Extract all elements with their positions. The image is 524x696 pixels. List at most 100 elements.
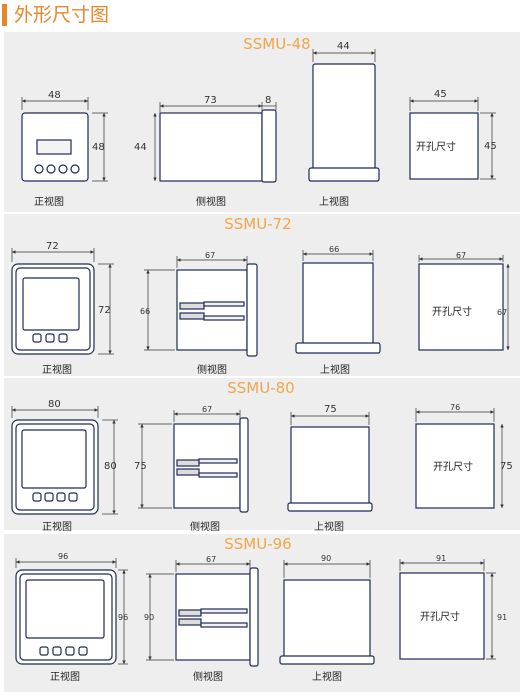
model-title-ssmu-80: SSMU-80 — [227, 379, 295, 397]
s48-front-button-1 — [34, 164, 44, 174]
s72-top-width: 66 — [329, 245, 340, 254]
s80-front-button-2 — [44, 492, 54, 502]
s48-cutout-width: 45 — [434, 89, 447, 100]
s80-front-button-4 — [68, 492, 78, 502]
s48-front-button-4 — [70, 164, 80, 174]
s96-front-display — [25, 579, 105, 639]
s96-front-height: 96 — [118, 613, 129, 622]
page-header: 外形尺寸图 — [0, 0, 524, 32]
s80-cutout — [415, 423, 495, 509]
s96-front-view-label: 正视图 — [50, 672, 80, 683]
s72-front-display — [22, 277, 80, 331]
s96-side-connector-2 — [178, 618, 202, 626]
s72-side-height: 66 — [140, 307, 151, 316]
model-title-ssmu-96: SSMU-96 — [224, 535, 292, 553]
s48-front-height: 48 — [92, 142, 105, 153]
s96-side-terminal-2 — [200, 622, 248, 628]
s80-cutout-height: 75 — [500, 461, 513, 472]
s48-top-flange — [308, 167, 380, 182]
s96-cutout-width: 91 — [436, 554, 447, 563]
s72-cutout-width: 67 — [456, 251, 467, 260]
s96-side-view-label: 侧视图 — [193, 672, 223, 683]
s80-front-display — [21, 429, 87, 489]
s72-side-terminal-1 — [203, 301, 245, 307]
s80-side-height: 75 — [134, 461, 147, 472]
s80-side-view-label: 侧视图 — [190, 522, 220, 533]
s72-side-view-label: 侧视图 — [197, 365, 227, 376]
s72-front-button-1 — [32, 333, 42, 343]
s80-side-connector-1 — [176, 459, 200, 467]
s72-side-body — [176, 269, 248, 351]
s72-side-flange — [246, 263, 258, 357]
s72-cutout — [418, 263, 504, 351]
s48-top-body — [312, 63, 376, 171]
s72-front-view-label: 正视图 — [42, 365, 72, 376]
s80-top-flange — [287, 502, 373, 512]
s80-side-terminal-1 — [198, 458, 238, 464]
s80-side-connector-2 — [176, 468, 200, 476]
s96-front-button-1 — [39, 646, 49, 656]
model-title-ssmu-72: SSMU-72 — [224, 215, 292, 233]
s96-front-button-2 — [52, 646, 62, 656]
page-title: 外形尺寸图 — [14, 4, 110, 26]
s48-front-button-3 — [58, 164, 68, 174]
s48-top-width: 44 — [337, 41, 350, 52]
s96-front-button-4 — [78, 646, 88, 656]
s80-side-flange — [239, 417, 249, 513]
s72-side-connector-1 — [179, 302, 205, 310]
s96-top-view-label: 上视图 — [312, 672, 342, 683]
s96-side-body — [175, 573, 251, 661]
s72-side-terminal-2 — [203, 315, 245, 321]
s72-top-flange — [295, 342, 381, 354]
s96-side-depth: 67 — [206, 555, 217, 564]
s72-front-width: 72 — [46, 241, 59, 252]
s80-front-height: 80 — [104, 461, 117, 472]
s80-top-view-label: 上视图 — [314, 522, 344, 533]
s48-front-display — [36, 139, 72, 155]
s48-side-height: 44 — [134, 142, 147, 153]
s72-side-depth: 67 — [205, 251, 216, 260]
s80-front-width: 80 — [48, 399, 61, 410]
s96-cutout-label: 开孔尺寸 — [420, 612, 460, 623]
s72-top-view-label: 上视图 — [320, 365, 350, 376]
s48-cutout — [409, 112, 479, 180]
s80-front-button-1 — [32, 492, 42, 502]
s48-side-depth: 73 — [204, 95, 217, 106]
s96-side-flange — [249, 567, 259, 667]
s80-top-width: 75 — [324, 404, 337, 415]
model-title-ssmu-48: SSMU-48 — [243, 35, 311, 53]
s80-cutout-width: 76 — [450, 403, 461, 412]
s48-side-view-label: 侧视图 — [196, 197, 226, 208]
s48-side-body — [159, 112, 263, 182]
s80-front-button-3 — [56, 492, 66, 502]
s80-side-depth: 67 — [202, 405, 213, 414]
s80-front-view-label: 正视图 — [42, 522, 72, 533]
s96-top-body — [283, 579, 371, 659]
s48-top-view-label: 上视图 — [319, 197, 349, 208]
s80-top-body — [290, 426, 370, 506]
s48-front-width: 48 — [48, 90, 61, 101]
header-accent-bar — [2, 4, 7, 26]
s48-cutout-label: 开孔尺寸 — [416, 142, 456, 153]
s80-side-terminal-2 — [198, 472, 238, 478]
s96-side-terminal-1 — [200, 608, 248, 614]
s72-side-connector-2 — [179, 312, 205, 320]
s96-front-width: 96 — [58, 552, 69, 561]
s72-front-button-2 — [45, 333, 55, 343]
s48-front-view-label: 正视图 — [34, 197, 64, 208]
s96-top-flange — [279, 655, 375, 665]
s48-front-button-2 — [46, 164, 56, 174]
s80-cutout-label: 开孔尺寸 — [433, 462, 473, 473]
s48-cutout-height: 45 — [484, 141, 497, 152]
s96-cutout — [399, 572, 485, 660]
s72-top-body — [302, 262, 374, 348]
s96-top-width: 90 — [321, 554, 332, 563]
s48-side-flange: 8 — [265, 95, 272, 106]
s72-front-button-3 — [58, 333, 68, 343]
s96-cutout-height: 91 — [497, 613, 508, 622]
s96-side-height: 90 — [144, 613, 155, 622]
s72-cutout-height: 67 — [497, 308, 508, 317]
s72-front-height: 72 — [98, 305, 111, 316]
s96-side-connector-1 — [178, 609, 202, 617]
